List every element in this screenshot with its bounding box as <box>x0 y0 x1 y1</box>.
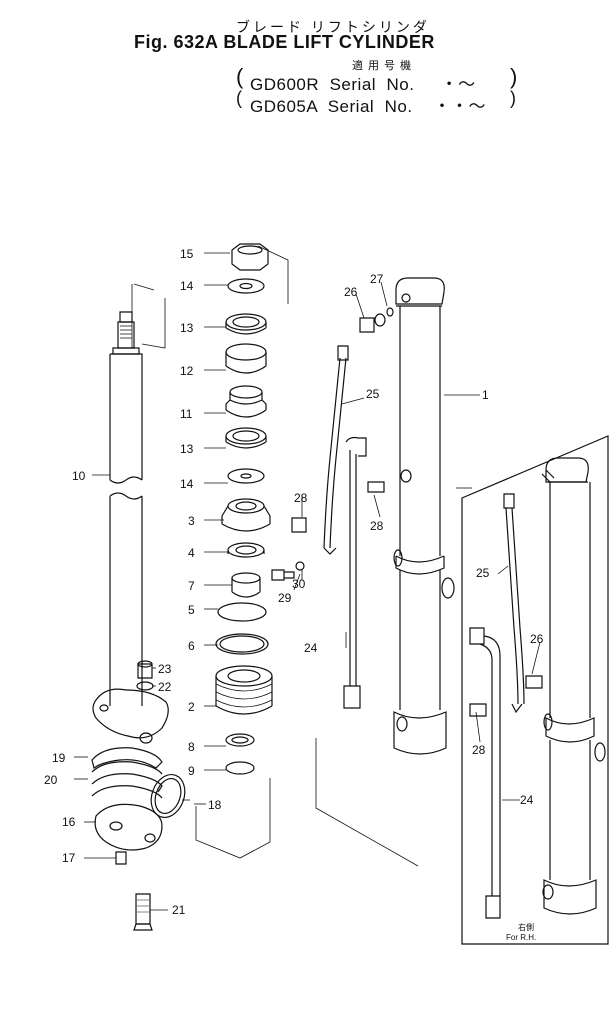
o-ring-5 <box>217 602 267 622</box>
rh-hose-24 <box>469 627 501 919</box>
nut-17 <box>115 851 127 865</box>
serial-range: ・・～ <box>433 97 486 116</box>
figure-title: Fig. 632A BLADE LIFT CYLINDER <box>134 32 435 52</box>
callout-11: 11 <box>180 407 193 421</box>
right-paren: ) <box>510 88 516 108</box>
o-ring-18 <box>150 774 186 818</box>
o-ring-27 <box>386 307 394 317</box>
rh-cylinder-tube <box>542 457 606 915</box>
callout-10: 10 <box>72 469 86 483</box>
callout-26: 26 <box>344 285 358 299</box>
callout-5: 5 <box>188 603 195 617</box>
callout-26: 26 <box>530 632 544 646</box>
callout-18: 18 <box>208 798 222 812</box>
snap-ring-9 <box>225 761 255 775</box>
callout-6: 6 <box>188 639 195 653</box>
callout-9: 9 <box>188 764 195 778</box>
clamp-28 <box>291 481 385 533</box>
serial-row-gd605a: GD605A Serial No. ・・～ <box>250 92 486 117</box>
callout-30: 30 <box>292 577 306 591</box>
bolt-29 <box>271 569 295 581</box>
rod-eye-clevis <box>92 688 169 744</box>
serial-range: ・～ <box>440 75 476 94</box>
callout-28: 28 <box>472 743 486 757</box>
callout-29: 29 <box>278 591 292 605</box>
nut-15 <box>231 243 269 271</box>
callout-15: 15 <box>180 247 194 261</box>
callout-16: 16 <box>62 815 76 829</box>
callout-3: 3 <box>188 514 195 528</box>
serial-row-gd600r: GD600R Serial No. ・～ <box>250 70 476 95</box>
elbow-26 <box>359 313 386 333</box>
header: ブレード リフトシリンダ Fig. 632A BLADE LIFT CYLIND… <box>0 0 616 120</box>
bearing-caps <box>91 747 163 851</box>
rh-note-jp: 右側 <box>518 922 534 932</box>
ring-13-bottom <box>225 427 267 449</box>
washer-14-top <box>227 278 265 294</box>
piston-rod <box>109 283 166 706</box>
ring-8 <box>225 733 255 747</box>
callout-8: 8 <box>188 740 195 754</box>
ring-13-top <box>225 313 267 335</box>
rh-clamp-28 <box>469 675 543 717</box>
washer-14-bottom <box>227 468 265 484</box>
callout-14: 14 <box>180 279 194 293</box>
serial-label: Serial No. <box>329 75 415 94</box>
model-name: GD600R <box>250 75 320 94</box>
callout-21: 21 <box>172 903 186 917</box>
callout-22: 22 <box>158 680 172 694</box>
seal-4 <box>227 542 265 558</box>
gland-3 <box>221 498 271 532</box>
rh-elbow-26 <box>541 469 555 483</box>
right-paren: ) <box>510 64 518 89</box>
callout-25: 25 <box>366 387 380 401</box>
cylinder-tube-1 <box>393 277 455 755</box>
washer-30 <box>295 561 305 571</box>
callout-7: 7 <box>188 579 195 593</box>
bushing-12 <box>225 343 267 374</box>
left-paren: ( <box>236 64 244 89</box>
cap-screw-23 <box>137 660 153 679</box>
rh-tube-25 <box>503 493 525 714</box>
hose-24 <box>343 436 367 709</box>
callout-19: 19 <box>52 751 66 765</box>
left-paren: ( <box>236 88 242 108</box>
backup-ring-6 <box>215 633 269 655</box>
packing-11 <box>225 385 267 418</box>
rh-note: For R.H. <box>506 933 536 942</box>
callout-12: 12 <box>180 364 194 378</box>
tube-25 <box>323 345 349 555</box>
callout-23: 23 <box>158 662 172 676</box>
callout-24: 24 <box>520 793 534 807</box>
japanese-title: ブレード リフトシリンダ <box>236 19 430 35</box>
callout-28: 28 <box>294 491 308 505</box>
callout-28: 28 <box>370 519 384 533</box>
callout-14: 14 <box>180 477 194 491</box>
leader-lines <box>74 252 541 911</box>
callout-4: 4 <box>188 546 195 560</box>
callout-20: 20 <box>44 773 58 787</box>
rh-inset-frame <box>461 435 609 945</box>
bolt-21 <box>133 893 153 931</box>
callout-13: 13 <box>180 321 194 335</box>
callout-17: 17 <box>62 851 76 865</box>
callout-1: 1 <box>482 388 489 402</box>
callout-27: 27 <box>370 272 384 286</box>
callout-2: 2 <box>188 700 195 714</box>
bracket-lines <box>195 245 419 867</box>
callout-24: 24 <box>304 641 318 655</box>
applicable-models-label: 適用号機 <box>352 60 416 72</box>
callout-25: 25 <box>476 566 490 580</box>
model-name: GD605A <box>250 97 318 116</box>
serial-label: Serial No. <box>327 97 413 116</box>
piston-2 <box>215 665 273 715</box>
callout-13: 13 <box>180 442 194 456</box>
